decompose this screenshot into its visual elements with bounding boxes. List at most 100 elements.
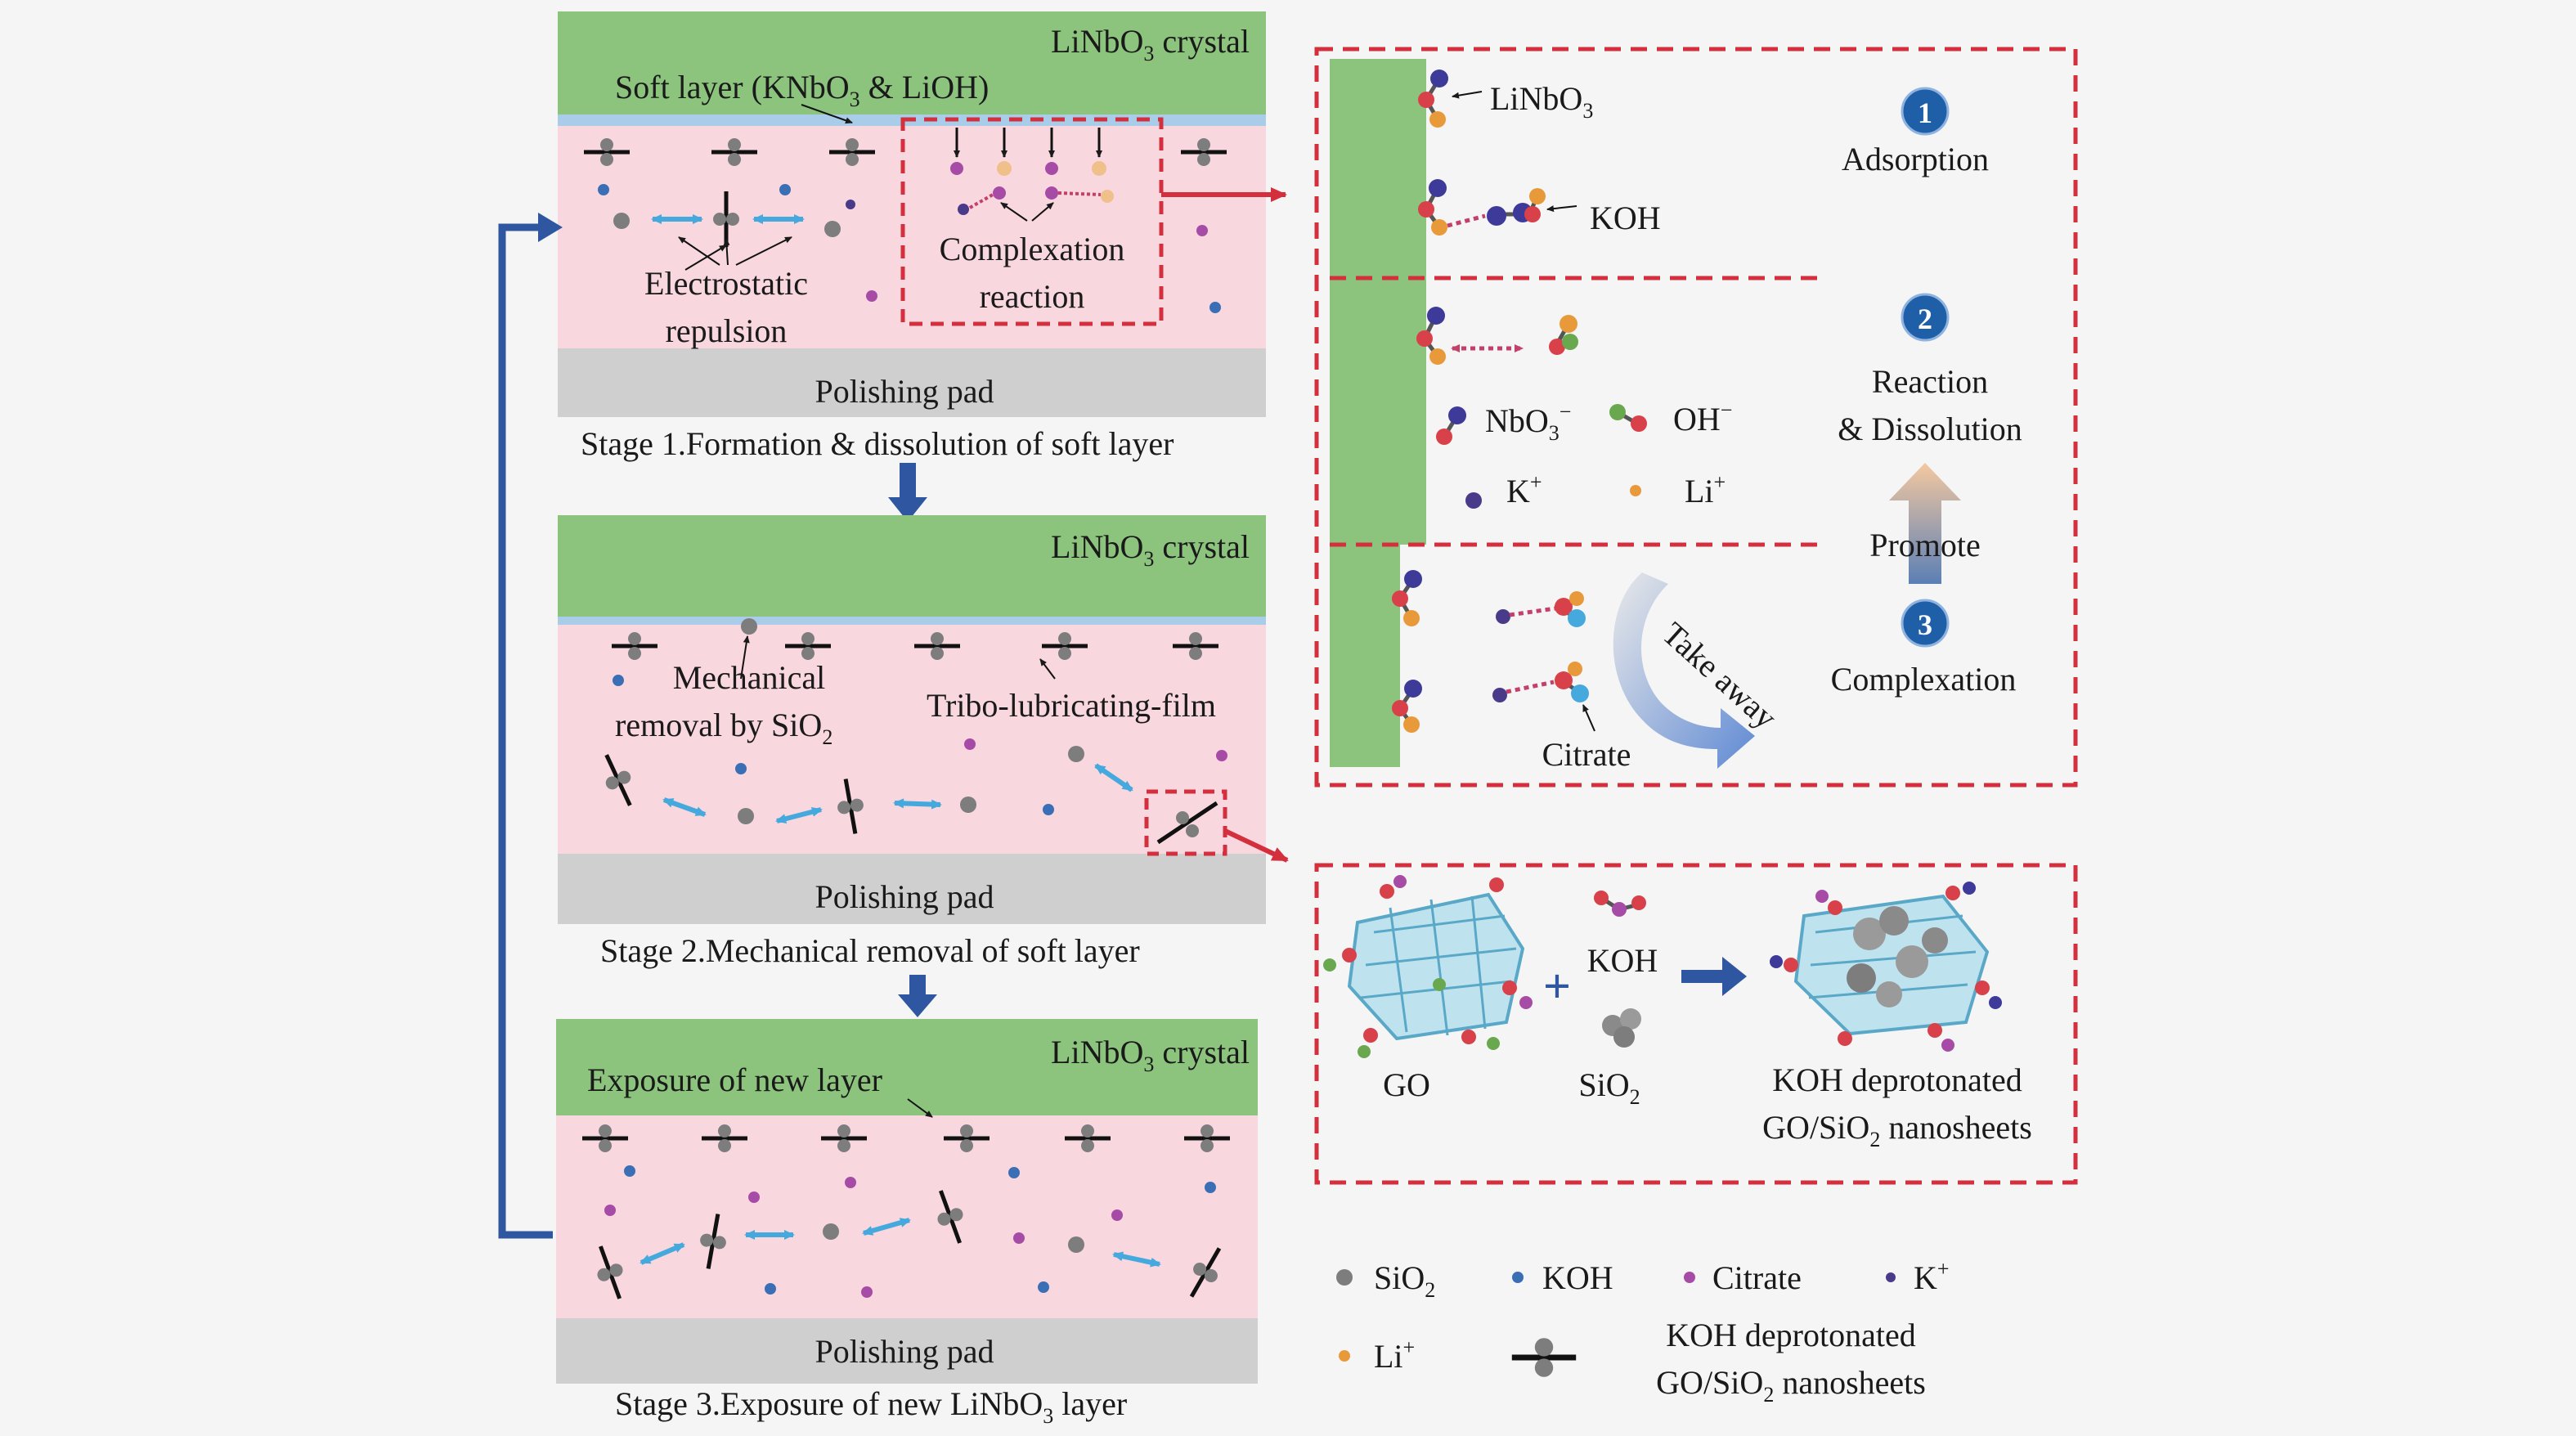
- stage2-caption: Stage 2.Mechanical removal of soft layer: [600, 932, 1140, 969]
- surface-molecules-3: [1392, 570, 1422, 733]
- step3-label: Complexation: [1831, 661, 2017, 698]
- step1-badge: [1901, 87, 1950, 136]
- stage3-panel: LiNbO3 crystal Exposure of new layer Pol…: [556, 1019, 1258, 1428]
- koh-small: [1594, 891, 1646, 917]
- deprotonated-sheet: [1770, 882, 2002, 1052]
- linbo3-molecule: [1418, 70, 1448, 128]
- svg-text:3: 3: [1918, 608, 1932, 641]
- stage1-caption: Stage 1.Formation & dissolution of soft …: [581, 425, 1174, 462]
- citrate-label: Citrate: [1542, 736, 1631, 773]
- legend-koh: KOH: [1542, 1259, 1613, 1296]
- complexation-box: [900, 117, 1164, 326]
- complexation-label: Complexation: [940, 231, 1125, 267]
- go-label: GO: [1383, 1066, 1430, 1103]
- step1-label: Adsorption: [1842, 141, 1989, 177]
- legend: SiO2 KOH Citrate K+ Li+ KOH deprotonated…: [1336, 1257, 1950, 1407]
- go-sheet: [1323, 875, 1533, 1058]
- repulsion-label: Electrostatic: [644, 265, 808, 302]
- stage3-crystal: [556, 1019, 1258, 1115]
- legend-nanosheet-swatch: [1512, 1338, 1576, 1377]
- step2-label: Reaction: [1872, 363, 1988, 400]
- stage2-pad-label: Polishing pad: [815, 878, 994, 915]
- mechanical-label-2: removal by SiO2: [615, 707, 832, 749]
- stage3-crystal-label: LiNbO3 crystal: [1051, 1034, 1250, 1076]
- mechanism-box: [1314, 47, 2078, 788]
- stage2-pad: [558, 854, 1266, 924]
- mechanism-crystal-bottom: [1330, 545, 1400, 767]
- stage2-panel: LiNbO3 crystal Mechanical removal by SiO…: [558, 515, 1266, 969]
- stage1-crystal: [558, 11, 1266, 114]
- nbo3-ion: [1436, 406, 1466, 445]
- legend-koh-swatch: [1512, 1272, 1524, 1283]
- nbo3-label: NbO3−: [1485, 400, 1571, 445]
- stage1-slurry: [558, 126, 1266, 348]
- legend-nanosheet-2: GO/SiO2 nanosheets: [1656, 1364, 1926, 1407]
- adsorbed-linbo3: [1418, 179, 1447, 236]
- step2-label-2: & Dissolution: [1838, 411, 2022, 447]
- dissolved-product: [1549, 315, 1578, 355]
- svg-text:1: 1: [1918, 96, 1932, 129]
- svg-text:2: 2: [1918, 303, 1932, 335]
- repulsion-label-2: repulsion: [666, 312, 788, 349]
- zoom-arrow-2: [1223, 828, 1289, 863]
- stage1-pad-label: Polishing pad: [815, 373, 994, 410]
- stage3-caption: Stage 3.Exposure of new LiNbO3 layer: [615, 1385, 1127, 1428]
- stage2-soft-layer: [558, 617, 1266, 625]
- step3-badge: [1901, 599, 1950, 648]
- stage3-pad: [556, 1318, 1258, 1384]
- reacting-molecule: [1416, 307, 1446, 365]
- li-ion: [1630, 485, 1641, 496]
- legend-k-swatch: [1886, 1272, 1896, 1282]
- plus-sign: +: [1543, 959, 1571, 1013]
- step2-badge: [1901, 293, 1950, 342]
- promote-arrow: [1889, 463, 1961, 584]
- deprotonated-label: KOH deprotonated: [1772, 1061, 2022, 1098]
- sio2-nanosheet-label: SiO2: [1578, 1066, 1640, 1109]
- stage2-zoom-box: [1144, 789, 1227, 856]
- cycle-arrow: [498, 223, 553, 1239]
- stage3-pad-label: Polishing pad: [815, 1333, 994, 1370]
- stage2-crystal-label: LiNbO3 crystal: [1051, 528, 1250, 571]
- take-away-arrow: [1613, 572, 1755, 769]
- flow-arrow-1-2: [888, 463, 927, 522]
- flow-arrow-2-3: [898, 975, 937, 1017]
- soft-layer-pointer: [801, 104, 853, 124]
- promote-label: Promote: [1869, 527, 1981, 563]
- complexation-label-2: reaction: [980, 278, 1085, 315]
- mechanism-crystal-top: [1330, 59, 1426, 545]
- mechanical-label: Mechanical: [673, 659, 826, 696]
- mechanism-panel: LiNbO3 KOH 1 Adsorption: [1314, 47, 2078, 788]
- oh-label: OH−: [1673, 398, 1732, 438]
- linbo3-label: LiNbO3: [1490, 80, 1593, 123]
- koh-nanosheet-label: KOH: [1587, 942, 1658, 979]
- li-label: Li+: [1685, 470, 1726, 509]
- stage1-crystal-label: LiNbO3 crystal: [1051, 23, 1250, 65]
- legend-citrate-swatch: [1684, 1272, 1695, 1283]
- deprotonated-label-2: GO/SiO2 nanosheets: [1762, 1109, 2032, 1151]
- legend-li-swatch: [1339, 1350, 1350, 1362]
- k-label: K+: [1506, 470, 1542, 509]
- legend-citrate: Citrate: [1712, 1259, 1802, 1296]
- sio2-particles: [1602, 1008, 1641, 1048]
- complexation-arrows: [954, 128, 1102, 158]
- tribo-film-label: Tribo-lubricating-film: [927, 687, 1216, 724]
- stage1-panel: LiNbO3 crystal Soft layer (KNbO3 & LiOH)…: [558, 11, 1266, 462]
- stage3-slurry: [556, 1115, 1258, 1318]
- legend-nanosheet: KOH deprotonated: [1666, 1317, 1915, 1353]
- koh-molecule: [1487, 188, 1546, 226]
- legend-k: K+: [1914, 1257, 1950, 1296]
- oh-ion: [1609, 404, 1647, 432]
- koh-label: KOH: [1590, 200, 1661, 236]
- legend-sio2-swatch: [1336, 1269, 1353, 1286]
- soft-layer-label: Soft layer (KNbO3 & LiOH): [615, 69, 989, 111]
- nanosheet-panel: GO + KOH SiO2: [1314, 863, 2078, 1185]
- citrate-complex: [1492, 591, 1589, 702]
- stage2-crystal: [558, 515, 1266, 617]
- legend-li: Li+: [1374, 1335, 1415, 1375]
- exposure-label: Exposure of new layer: [587, 1061, 882, 1098]
- synthesis-arrow: [1681, 957, 1747, 996]
- legend-sio2: SiO2: [1374, 1259, 1435, 1302]
- stage1-pad: [558, 348, 1266, 417]
- k-ion: [1465, 492, 1482, 509]
